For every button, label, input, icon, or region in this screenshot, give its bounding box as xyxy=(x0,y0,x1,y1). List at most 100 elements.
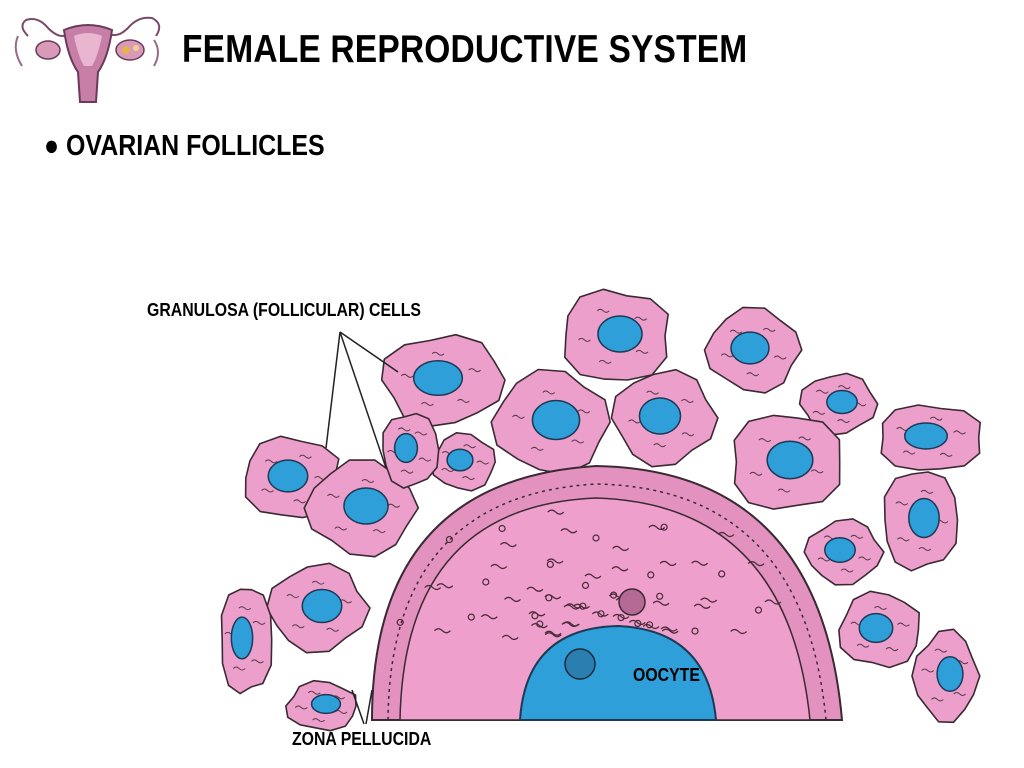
cell-organelle xyxy=(418,457,432,462)
cell-nucleus xyxy=(824,537,856,563)
oocyte-organelle xyxy=(501,634,519,640)
oocyte-organelle xyxy=(754,606,763,614)
oocyte-organelle xyxy=(482,578,490,586)
oocyte-organelle xyxy=(659,560,677,566)
cell-organelle xyxy=(312,718,325,723)
oocyte-organelle xyxy=(560,528,578,534)
oocyte-organelle xyxy=(584,573,602,579)
oocyte-organelle xyxy=(612,545,630,551)
cell-organelle xyxy=(441,468,455,473)
oocyte-organelle xyxy=(648,524,666,530)
oocyte-organelle xyxy=(718,570,726,578)
cell-organelle xyxy=(286,594,300,599)
oocyte-organelle xyxy=(544,630,562,636)
oocyte-organelle xyxy=(546,560,554,569)
oocyte-organelle xyxy=(693,603,711,609)
cell-organelle xyxy=(530,446,544,451)
cell-organelle xyxy=(897,622,910,627)
oocyte-organelle xyxy=(660,523,668,531)
cell-organelle xyxy=(939,452,953,457)
cell-organelle xyxy=(798,436,812,441)
cell-organelle xyxy=(921,668,935,673)
oocyte-organelle xyxy=(592,534,600,542)
oocyte-organelle xyxy=(597,610,605,618)
cell-organelle xyxy=(463,444,476,449)
oocyte-organelle xyxy=(609,591,618,599)
bullet-item: ● OVARIAN FOLLICLES xyxy=(44,130,325,163)
cell-organelle xyxy=(635,349,649,354)
cell-organelle xyxy=(762,327,776,332)
oocyte-organelle xyxy=(656,592,664,600)
oocyte-organelle xyxy=(591,611,609,617)
cell-nucleus xyxy=(446,448,474,472)
oocyte-organelle xyxy=(581,581,590,590)
oocyte-organelle xyxy=(717,531,735,538)
cell-organelle xyxy=(372,529,386,534)
oocyte-organelle xyxy=(611,566,629,572)
oocyte-organelle xyxy=(579,602,587,610)
cell-organelle xyxy=(646,390,659,395)
oocyte-organelle xyxy=(700,597,718,603)
cell-nucleus xyxy=(766,440,814,480)
oocyte-organelle xyxy=(645,621,654,629)
cell-organelle xyxy=(294,705,308,710)
cell-organelle xyxy=(628,419,641,424)
cell-nucleus xyxy=(393,432,419,464)
cell-organelle xyxy=(874,606,887,611)
cell-organelle xyxy=(596,308,610,313)
oocyte-organelle xyxy=(546,558,564,564)
granulosa-cells xyxy=(220,288,982,732)
cell-organelle xyxy=(397,427,411,432)
cell-nucleus xyxy=(936,655,964,693)
cell-organelle xyxy=(238,606,252,611)
cell-nucleus xyxy=(267,459,309,493)
cell-organelle xyxy=(815,389,829,394)
cell-organelle xyxy=(251,659,264,664)
oocyte-organelle xyxy=(764,599,782,605)
cell-organelle xyxy=(720,353,734,358)
cell-organelle xyxy=(929,416,943,421)
cell-organelle xyxy=(264,459,278,464)
female-reproductive-organs-icon xyxy=(14,16,161,103)
cell-organelle xyxy=(598,359,612,364)
cell-nucleus xyxy=(597,315,643,353)
oocyte-organelle xyxy=(661,628,679,634)
oocyte-organelle xyxy=(565,603,583,609)
cell-organelle xyxy=(387,503,401,508)
cell-organelle xyxy=(885,647,899,652)
cell-organelle xyxy=(327,493,340,498)
oocyte-organelle xyxy=(490,563,508,570)
oocyte-organelle xyxy=(647,571,655,579)
pointer-lines xyxy=(325,331,399,725)
cell-organelle xyxy=(476,460,490,465)
cell-organelle xyxy=(729,329,743,334)
cell-organelle xyxy=(307,690,321,695)
cell-organelle xyxy=(634,316,648,321)
oocyte-organelle xyxy=(660,626,678,632)
cell-organelle xyxy=(457,398,470,403)
cell-organelle xyxy=(577,409,591,414)
cell-nucleus xyxy=(531,399,581,441)
cell-organelle xyxy=(896,537,910,542)
cell-nucleus xyxy=(412,359,464,397)
cell-nucleus xyxy=(310,693,342,715)
cell-organelle xyxy=(571,439,585,444)
oocyte-organelle xyxy=(634,619,642,628)
oocyte-organelle xyxy=(652,600,670,606)
cell-organelle xyxy=(749,471,763,476)
cell-organelle xyxy=(902,450,916,455)
cell-organelle xyxy=(953,692,967,697)
oocyte-organelle xyxy=(396,618,404,626)
cell-organelle xyxy=(299,454,312,459)
cell-organelle xyxy=(850,534,864,539)
cell-nucleus xyxy=(826,389,858,415)
cell-organelle xyxy=(837,419,850,424)
cell-organelle xyxy=(817,557,831,562)
cell-organelle xyxy=(232,666,246,671)
granulosa-cells-label: GRANULOSA (FOLLICULAR) CELLS xyxy=(147,300,421,320)
oocyte-organelle xyxy=(617,613,625,622)
cell-organelle xyxy=(681,432,695,437)
cell-organelle xyxy=(812,410,826,415)
cell-organelle xyxy=(578,337,591,342)
